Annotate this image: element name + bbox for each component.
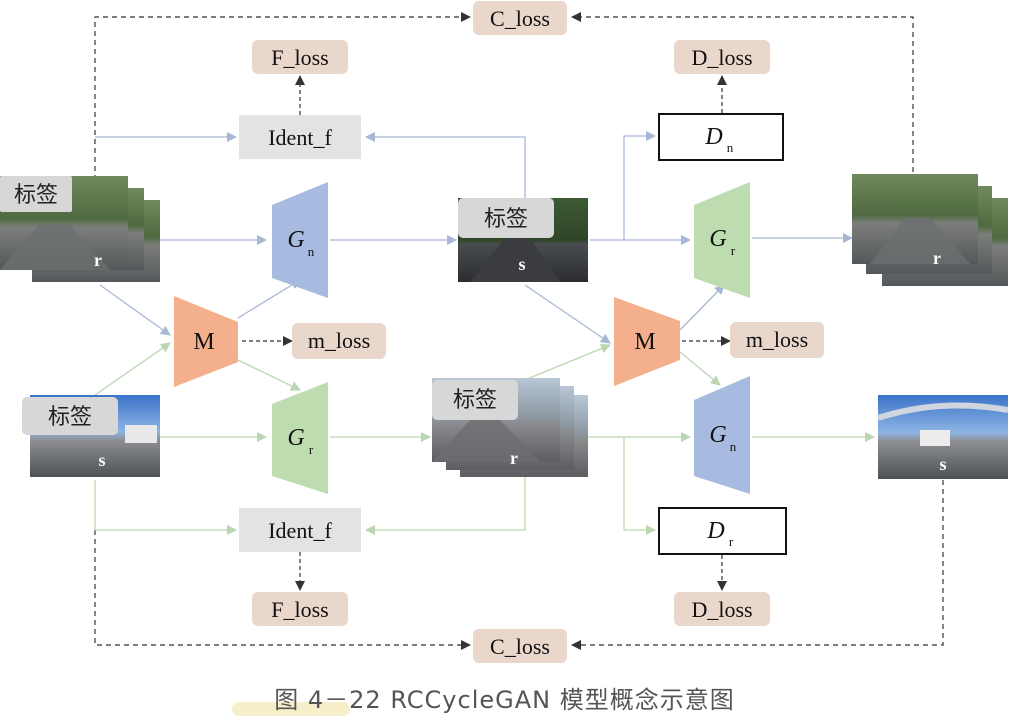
generator-n-left: G n [272, 182, 328, 298]
image-r-left-label: r [94, 250, 102, 270]
generator-n-right: G n [694, 376, 750, 494]
disc-r-main: D [706, 518, 724, 544]
label-tag-box-bl [22, 397, 118, 435]
image-s-left-label: s [98, 450, 105, 470]
disc-n-main: D [704, 124, 722, 150]
mapper-m-right: M [614, 297, 680, 386]
f-loss-top-box: F_loss [252, 40, 348, 74]
gen-n-left-main: G [287, 227, 304, 253]
c-loss-top-label: C_loss [490, 6, 550, 31]
loss-dashed-arrows [242, 75, 731, 591]
label-tag-bl: 标签 [48, 405, 92, 430]
image-r-right-stack: r [852, 174, 1008, 286]
ident-f-bottom-box: Ident_f [239, 508, 361, 552]
c-loss-bottom-box: C_loss [473, 629, 567, 663]
caption-highlight [232, 702, 350, 716]
mapper-m-right-label: M [634, 329, 655, 355]
ident-f-top-label: Ident_f [268, 125, 332, 150]
gen-r-left-main: G [287, 425, 304, 451]
d-loss-top-box: D_loss [674, 40, 770, 74]
d-loss-bottom-box: D_loss [674, 592, 770, 626]
generator-r-left: G r [272, 382, 328, 494]
disc-n-sub: n [727, 140, 734, 155]
d-loss-bottom-label: D_loss [691, 597, 752, 622]
gen-n-left-sub: n [308, 244, 315, 259]
label-tag-box-mid-top [458, 198, 554, 238]
m-loss-left-box: m_loss [292, 323, 386, 359]
label-tag-mid-top: 标签 [484, 207, 528, 232]
label-tag-box-mid-bottom [432, 380, 518, 420]
c-loss-loop-bottom [94, 480, 944, 650]
blue-connections [95, 131, 853, 344]
discriminator-r: D r [658, 507, 787, 555]
label-tag-tl: 标签 [14, 183, 58, 208]
label-tag-mid-bottom: 标签 [453, 388, 497, 413]
figure-caption: 图 4－22 RCCycleGAN 模型概念示意图 [274, 686, 735, 714]
green-connections [94, 342, 875, 535]
f-loss-bottom-label: F_loss [271, 597, 328, 622]
m-loss-left-label: m_loss [308, 328, 370, 353]
label-tag-box-tl [0, 176, 72, 212]
discriminator-n: D n [658, 113, 784, 161]
image-s-right-label: s [939, 454, 946, 474]
gen-r-left-sub: r [309, 442, 314, 457]
disc-r-sub: r [729, 534, 734, 549]
d-loss-top-label: D_loss [691, 45, 752, 70]
image-r-mid-label: r [510, 448, 518, 468]
c-loss-top-box: C_loss [473, 1, 567, 35]
mapper-m-left: M [174, 296, 238, 387]
image-s-mid: 标签 s [458, 198, 588, 282]
generator-r-right: G r [694, 182, 750, 298]
image-s-left: 标签 s [22, 395, 160, 477]
image-r-left-stack: 标签 r [0, 176, 160, 282]
c-loss-bottom-label: C_loss [490, 634, 550, 659]
image-s-right: s [877, 395, 1009, 479]
gen-r-right-sub: r [731, 243, 736, 258]
gen-r-right-main: G [709, 226, 726, 252]
ident-f-bottom-label: Ident_f [268, 518, 332, 543]
c-loss-loop-top [94, 12, 914, 180]
f-loss-top-label: F_loss [271, 45, 328, 70]
image-r-mid-stack: 标签 r [432, 378, 588, 477]
mapper-m-left-label: M [193, 329, 214, 355]
f-loss-bottom-box: F_loss [252, 592, 348, 626]
gen-n-right-sub: n [730, 439, 737, 454]
gen-n-right-main: G [709, 422, 726, 448]
ident-f-top-box: Ident_f [239, 115, 361, 159]
m-loss-right-label: m_loss [746, 327, 808, 352]
m-loss-right-box: m_loss [730, 322, 824, 358]
image-s-mid-label: s [518, 254, 525, 274]
image-r-right-label: r [933, 248, 941, 268]
